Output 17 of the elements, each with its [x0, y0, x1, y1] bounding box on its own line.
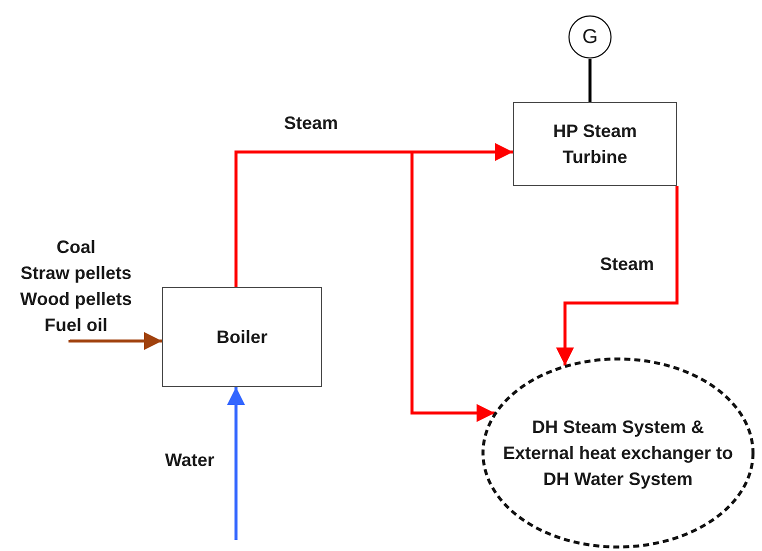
process-box	[162, 287, 322, 387]
node-label: Straw pellets	[20, 262, 132, 285]
process-box	[513, 102, 677, 186]
node-label: Fuel oil	[44, 314, 108, 337]
system-ellipse	[482, 358, 754, 548]
connector-line	[588, 59, 592, 102]
generator-circle	[568, 15, 612, 59]
arrow	[234, 150, 495, 422]
arrow	[227, 387, 245, 540]
arrow	[68, 332, 162, 350]
node-label: Boiler	[216, 326, 268, 349]
node-label: HP Steam Turbine	[552, 120, 638, 169]
node-label: Coal	[56, 236, 96, 259]
node-label: Wood pellets	[20, 288, 132, 311]
node-label: DH Steam System & External heat exchanger to DH Water System	[502, 416, 734, 492]
arrow	[556, 186, 678, 366]
node-label: G	[582, 24, 598, 50]
